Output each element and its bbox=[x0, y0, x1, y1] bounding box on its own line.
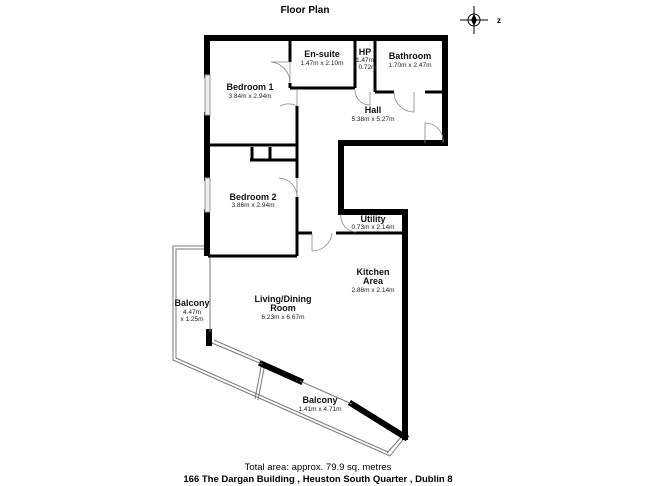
room-dims-bedroom-2: 3.86m x 2.94m bbox=[232, 202, 275, 209]
room-dims-balcony-bottom: 1.41m x 4.71m bbox=[299, 406, 342, 413]
room-dims-utility: 0.73m x 2.14m bbox=[352, 224, 395, 231]
room-label-utility: Utility bbox=[360, 214, 385, 224]
room-label-bathroom: Bathroom bbox=[389, 51, 432, 61]
compass-label: z bbox=[497, 16, 501, 25]
balcony-outline bbox=[172, 245, 406, 457]
walls bbox=[204, 35, 448, 442]
doors bbox=[270, 61, 444, 252]
room-dims-balcony-side-2: x 1.25m bbox=[180, 316, 203, 323]
room-dims-hp-2: x 0.72m bbox=[353, 64, 376, 71]
room-label-kitchen-2: Area bbox=[363, 276, 384, 286]
room-dims-balcony-side-1: 4.47m bbox=[183, 309, 201, 316]
room-label-bedroom-2: Bedroom 2 bbox=[229, 192, 276, 202]
address: 166 The Dargan Building , Heuston South … bbox=[183, 474, 452, 485]
room-label-balcony-bottom: Balcony bbox=[302, 395, 337, 405]
floor-plan-title: Floor Plan bbox=[281, 5, 330, 16]
room-dims-hp-1: 1.47m bbox=[356, 57, 374, 64]
room-dims-kitchen: 2.88m x 2.14m bbox=[352, 287, 395, 294]
room-dims-bathroom: 1.70m x 2.47m bbox=[389, 62, 432, 69]
room-label-bedroom-1: Bedroom 1 bbox=[226, 82, 273, 92]
room-dims-bedroom-1: 3.84m x 2.94m bbox=[229, 93, 272, 100]
room-label-kitchen-1: Kitchen bbox=[356, 267, 389, 277]
room-label-living-2: Room bbox=[270, 303, 296, 313]
room-dims-hall: 5.38m x 5.27m bbox=[352, 116, 395, 123]
compass-icon bbox=[460, 6, 488, 34]
room-label-balcony-side: Balcony bbox=[174, 298, 209, 308]
room-label-hp: HP bbox=[359, 47, 372, 57]
total-area: Total area: approx. 79.9 sq. metres bbox=[245, 462, 392, 473]
room-label-hall: Hall bbox=[365, 105, 382, 115]
room-label-en-suite: En-suite bbox=[304, 49, 340, 59]
room-dims-living: 6.23m x 6.67m bbox=[262, 314, 305, 321]
room-dims-en-suite: 1.47m x 2.10m bbox=[301, 60, 344, 67]
room-label-living-1: Living/Dining bbox=[255, 294, 312, 304]
